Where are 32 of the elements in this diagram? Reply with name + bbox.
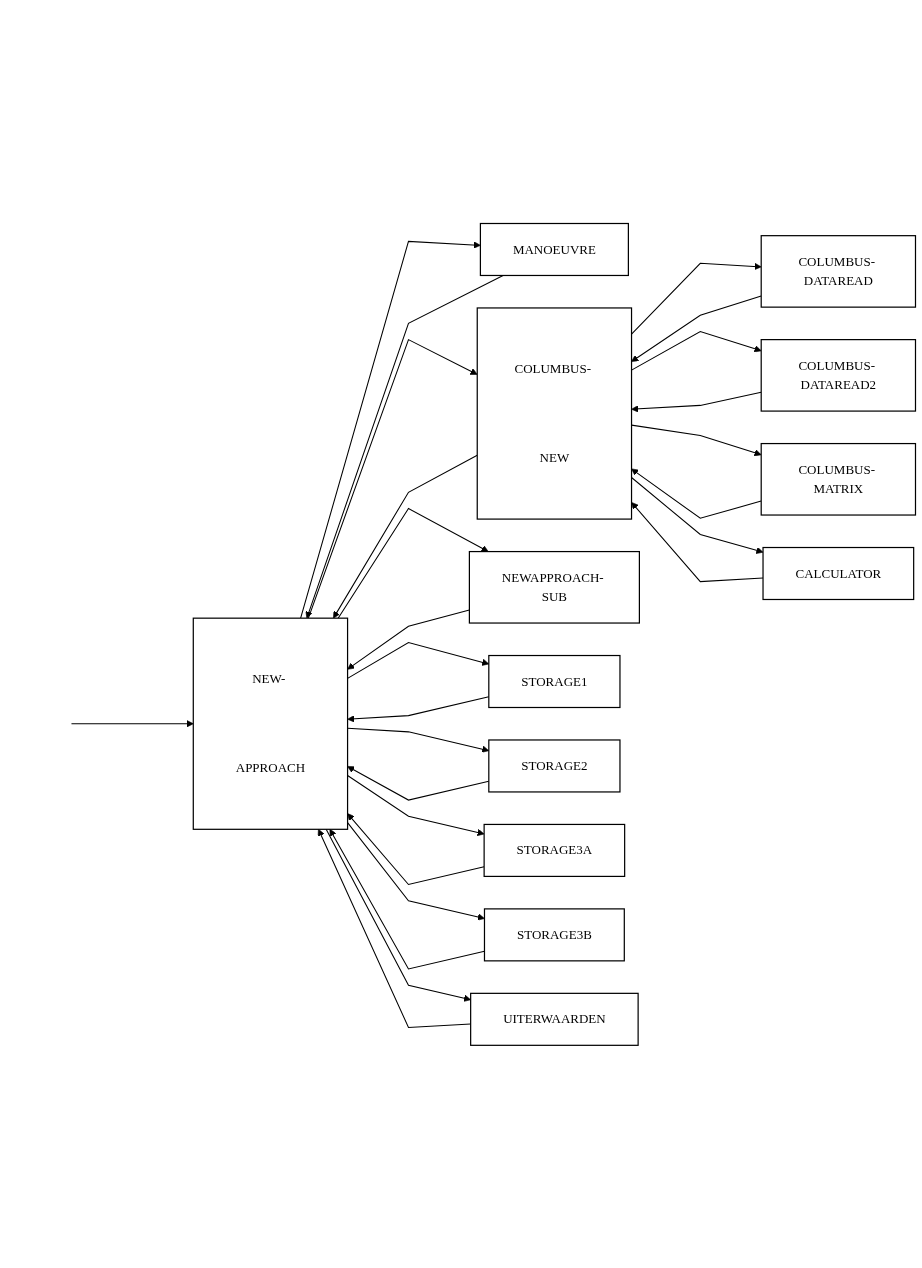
node-box: MANOEUVRE — [479, 222, 629, 276]
arrow — [337, 507, 489, 619]
arrow — [329, 828, 485, 970]
arrow — [631, 468, 762, 519]
node-box: NEWAPPROACH- SUB — [468, 550, 640, 624]
arrow — [305, 274, 504, 619]
node-box: STORAGE3B — [483, 907, 625, 962]
node-box: COLUMBUS- NEW — [476, 306, 633, 520]
arrow — [631, 424, 762, 456]
node-box: STORAGE1 — [488, 654, 621, 708]
node-box: COLUMBUS- MATRIX — [760, 442, 917, 516]
arrow — [325, 828, 471, 1002]
arrow — [631, 476, 764, 554]
arrow — [347, 609, 470, 670]
node-box: NEW- APPROACH — [192, 617, 349, 830]
node-box: UITERWAARDEN — [470, 992, 639, 1046]
arrow — [631, 262, 762, 335]
arrow — [347, 774, 485, 836]
node-box: STORAGE2 — [488, 738, 621, 793]
node-box: COLUMBUS- DATAREAD — [760, 234, 917, 308]
node-box: STORAGE3A — [483, 823, 626, 877]
arrow — [631, 295, 762, 362]
node-box: CALCULATOR — [762, 546, 915, 600]
arrow — [631, 330, 762, 371]
arrow — [70, 719, 194, 727]
node-box: COLUMBUS- DATAREAD2 — [760, 338, 917, 412]
arrow — [333, 454, 478, 619]
arrow — [307, 338, 478, 619]
arrow — [347, 812, 485, 885]
arrow — [300, 240, 481, 619]
arrow — [631, 501, 764, 582]
arrow — [631, 391, 762, 413]
